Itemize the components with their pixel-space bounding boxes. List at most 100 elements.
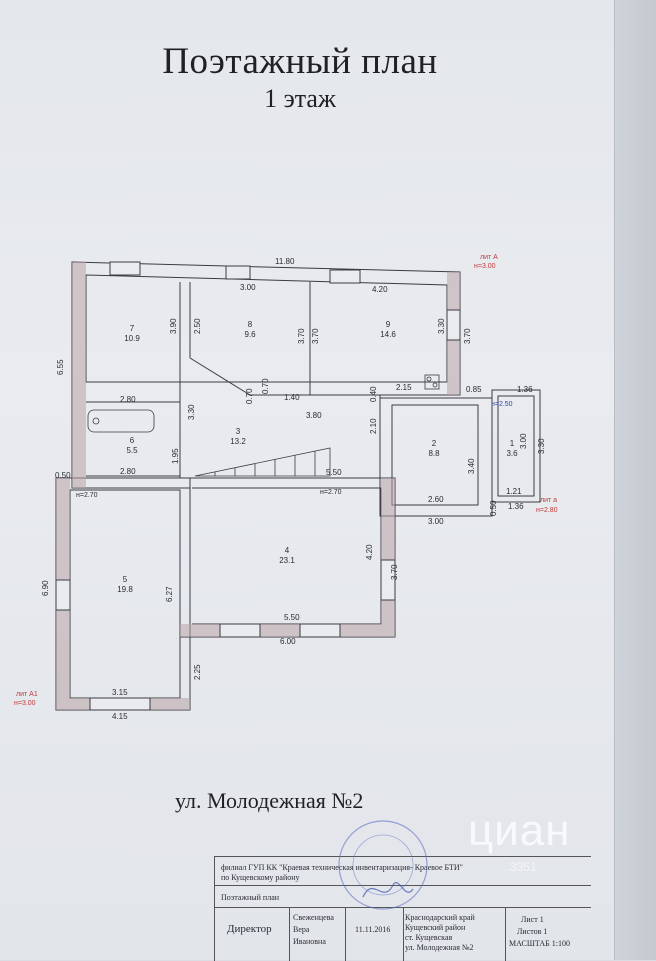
dim: 0.50 — [489, 500, 498, 516]
stove — [424, 374, 440, 390]
dim: 4.20 — [372, 285, 388, 294]
dim: 5.50 — [284, 613, 300, 622]
dim: 4.15 — [112, 712, 128, 721]
role: Директор — [227, 923, 272, 935]
room-1-area: 3.6 — [506, 449, 518, 458]
wall-hatching — [56, 262, 460, 710]
room-9-number: 9 — [386, 320, 391, 329]
dim: 3.80 — [306, 411, 322, 420]
room-6-number: 6 — [130, 436, 135, 445]
region-1: Краснодарский край — [405, 913, 475, 922]
room-4-area: 23.1 — [279, 556, 295, 565]
dim: 3.00 — [519, 433, 528, 449]
bti-seal-icon — [338, 820, 428, 910]
dim-offset-left: 0.50 — [55, 471, 71, 480]
dim: 1.36 — [508, 502, 524, 511]
lit-a-height: н=3.00 — [474, 263, 496, 270]
floor-subtitle: 1 этаж — [264, 84, 336, 113]
room-labels: 1 3.6 2 8.8 3 13.2 4 23.1 5 19.8 6 5.5 7… — [117, 320, 518, 594]
dim: 5.50 — [326, 468, 342, 477]
dim: 0.70 — [261, 378, 270, 394]
dim: 0.70 — [245, 388, 254, 404]
dim: 3.70 — [463, 328, 472, 344]
region-4: ул. Молодежная №2 — [405, 943, 474, 952]
page-title: Поэтажный план — [162, 41, 438, 82]
dim: 3.90 — [169, 318, 178, 334]
dim: 3.15 — [112, 688, 128, 697]
dim: 3.00 — [240, 283, 256, 292]
height-270-a: н=2.70 — [76, 492, 98, 499]
dim: 2.60 — [428, 495, 444, 504]
lit-a1-label: лит А1 — [16, 691, 38, 698]
room-1-number: 1 — [510, 439, 515, 448]
room-6-area: 5.5 — [126, 446, 138, 455]
room-7-number: 7 — [130, 324, 135, 333]
doc-type: Поэтажный план — [221, 893, 280, 902]
dim: 3.70 — [297, 328, 306, 344]
room-2-number: 2 — [432, 439, 437, 448]
dim: 2.80 — [120, 467, 136, 476]
lit-a1-height: н=3.00 — [14, 700, 36, 707]
room-8-number: 8 — [248, 320, 253, 329]
room-5-number: 5 — [123, 575, 128, 584]
stair — [194, 447, 331, 477]
room-3-number: 3 — [236, 427, 241, 436]
dimension-labels: 11.80 3.00 4.20 6.55 3.90 2.50 3.70 3.70… — [41, 257, 546, 721]
name-3: Ивановна — [293, 937, 326, 946]
room-9-area: 14.6 — [380, 330, 396, 339]
dim: 4.20 — [365, 544, 374, 560]
next-page-edge — [614, 0, 656, 960]
dim-height-left: 6.55 — [56, 359, 65, 375]
street-address: ул. Молодежная №2 — [175, 788, 364, 813]
scale: МАСШТАБ 1:100 — [509, 939, 570, 948]
dim: 2.80 — [120, 395, 136, 404]
room-3-area: 13.2 — [230, 437, 246, 446]
dim: 3.00 — [428, 517, 444, 526]
dim: 6.00 — [280, 637, 296, 646]
dim: 3.70 — [390, 564, 399, 580]
dim: 2.10 — [369, 418, 378, 434]
height-markers: лит А н=3.00 лит А1 н=3.00 лит а н=2.80 … — [14, 254, 558, 707]
title-block: филиал ГУП КК "Краевая техническая инвен… — [214, 820, 591, 961]
dim: 3.30 — [187, 404, 196, 420]
date: 11.11.2016 — [355, 925, 391, 934]
room-4-number: 4 — [285, 546, 290, 555]
dim: 1.21 — [506, 487, 522, 496]
dim: 2.50 — [193, 318, 202, 334]
room-8-area: 9.6 — [244, 330, 256, 339]
sheet-number: Лист 1 — [521, 915, 544, 924]
height-250: н=2.50 — [491, 401, 513, 408]
lit-a-label: лит А — [480, 254, 498, 261]
windows — [55, 261, 461, 711]
org-line-2: по Кущевскому району — [221, 873, 300, 882]
dim: 1.40 — [284, 393, 300, 402]
dim-width-top: 11.80 — [275, 257, 295, 266]
room-2-area: 8.8 — [428, 449, 440, 458]
name-1: Свеженцева — [293, 913, 334, 922]
org-line-1: филиал ГУП КК "Краевая техническая инвен… — [221, 863, 463, 872]
lit-a-small-label: лит а — [540, 497, 557, 504]
name-2: Вера — [293, 925, 310, 934]
region-3: ст. Кущевская — [405, 933, 453, 942]
dim: 2.15 — [396, 383, 412, 392]
dim: 3.30 — [537, 438, 546, 454]
dim: 3.30 — [437, 318, 446, 334]
region-2: Кущевский район — [405, 923, 466, 932]
lit-a-small-height: н=2.80 — [536, 507, 558, 514]
sheet-count: Листов 1 — [517, 927, 548, 936]
room-5-area: 19.8 — [117, 585, 133, 594]
cian-watermark-id: ...3351 — [500, 860, 537, 874]
bathtub — [87, 409, 155, 433]
dim: 1.36 — [517, 385, 533, 394]
dim: 1.95 — [171, 448, 180, 464]
cian-watermark: циан — [468, 806, 571, 855]
dim: 3.70 — [311, 328, 320, 344]
dim: 0.85 — [466, 385, 482, 394]
room-7-area: 10.9 — [124, 334, 140, 343]
dim: 0.40 — [369, 386, 378, 402]
dim: 6.27 — [165, 586, 174, 602]
dim: 3.40 — [467, 458, 476, 474]
dim-height-lower-left: 6.90 — [41, 580, 50, 596]
